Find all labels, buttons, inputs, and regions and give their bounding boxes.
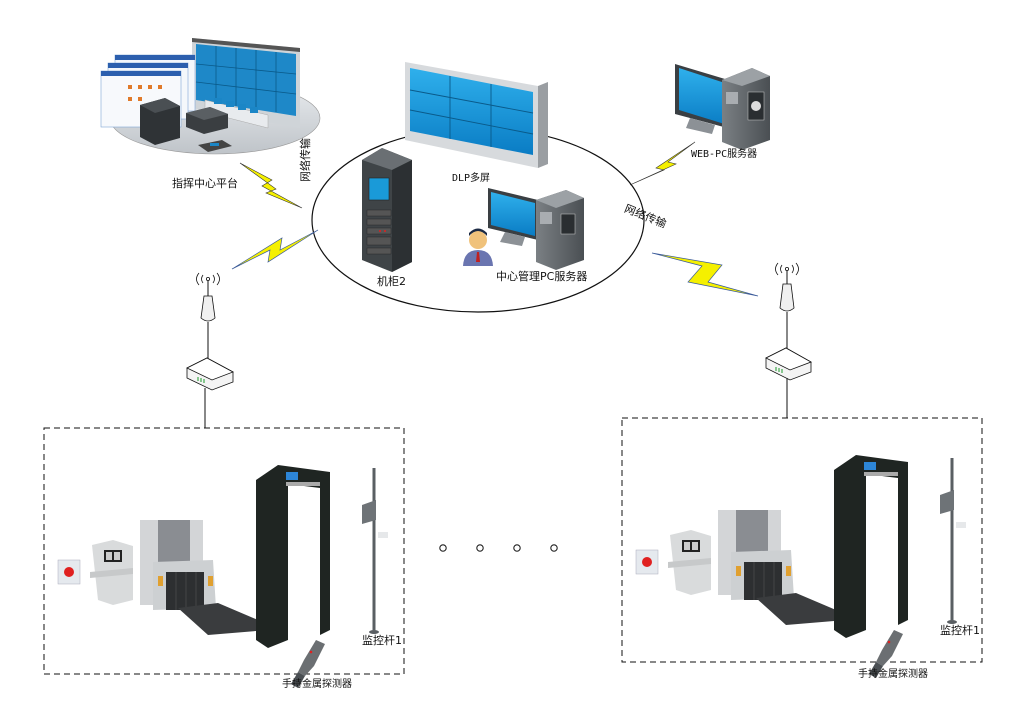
web-pc-server-illustration — [675, 64, 770, 150]
cabinet-illustration — [362, 148, 412, 272]
left-security-site-box — [43, 427, 405, 675]
left-handheld-detector-label: 手持金属探测器 — [282, 679, 352, 690]
mgmt-pc-server-illustration — [463, 188, 584, 270]
left-router — [186, 357, 234, 391]
dlp-multiscreen-illustration — [405, 62, 548, 168]
ellipsis-dots — [439, 544, 558, 552]
command-center-label: 指挥中心平台 — [172, 177, 238, 190]
wireless-link-command-center — [239, 162, 303, 209]
wireless-link-web-server — [629, 141, 696, 186]
cabinet-label: 机柜2 — [377, 275, 406, 288]
left-antenna — [196, 272, 220, 322]
wireless-link-right-site — [651, 252, 759, 297]
mgmt-pc-server-label: 中心管理PC服务器 — [496, 270, 588, 283]
right-antenna — [775, 262, 799, 312]
wireless-link-left-site — [231, 229, 319, 270]
left-monitor-pole-label: 监控杆1 — [362, 634, 402, 647]
right-handheld-detector-label: 手持金属探测器 — [858, 669, 928, 680]
right-security-site-box — [621, 417, 983, 663]
central-platform-ellipse — [311, 127, 645, 313]
dlp-multiscreen-label: DLP多屏 — [452, 173, 491, 184]
right-monitor-pole-label: 监控杆1 — [940, 624, 980, 637]
right-security-site-equipment — [634, 453, 968, 680]
web-pc-server-label: WEB-PC服务器 — [691, 149, 758, 160]
command-center-illustration — [100, 38, 321, 155]
security-site-equipment — [57, 465, 388, 688]
left-network-transmission-label: 网络传输 — [299, 138, 312, 182]
right-router — [765, 347, 812, 381]
